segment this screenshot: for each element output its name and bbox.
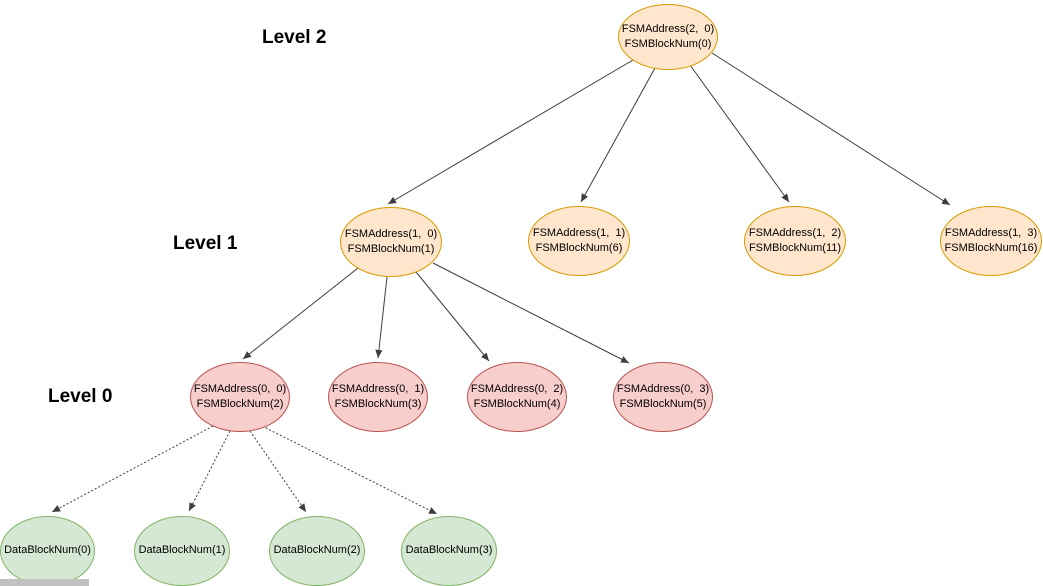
fsm-node-blocknum: FSMBlockNum(2) [196, 398, 284, 410]
fsm-node-address: FSMAddress(0, 3) [616, 382, 710, 395]
edge-l1-0-to-l0-2 [415, 271, 490, 362]
edge-root-to-l1-2 [689, 64, 790, 203]
fsm-node-blocknum: FSMBlockNum(6) [535, 242, 623, 254]
edge-l1-0-to-l0-1 [375, 276, 388, 359]
fsm-node-level1-0[interactable]: FSMAddress(1, 0) FSMBlockNum(1) [340, 207, 442, 277]
edge-l0-0-to-data-2 [249, 430, 307, 513]
edge-l0-0-to-data-0 [51, 425, 214, 513]
level-0-label: Level 0 [48, 386, 113, 407]
edge-l1-0-to-l0-3 [432, 262, 630, 364]
fsm-node-level1-2[interactable]: FSMAddress(1, 2) FSMBlockNum(11) [744, 206, 846, 276]
data-block-node-3[interactable]: DataBlockNum(3) [401, 516, 497, 586]
fsm-node-level0-0[interactable]: FSMAddress(0, 0) FSMBlockNum(2) [190, 362, 290, 432]
edge-l0-0-to-data-1 [188, 430, 231, 512]
fsm-node-blocknum: FSMBlockNum(3) [334, 398, 422, 410]
fsm-node-address: FSMAddress(0, 2) [470, 382, 564, 395]
fsm-node-blocknum: FSMBlockNum(0) [624, 38, 712, 50]
fsm-node-level1-3[interactable]: FSMAddress(1, 3) FSMBlockNum(16) [940, 206, 1042, 276]
fsm-node-level0-2[interactable]: FSMAddress(0, 2) FSMBlockNum(4) [467, 362, 567, 432]
fsm-node-address: FSMAddress(1, 0) [344, 227, 438, 240]
data-block-label: DataBlockNum(3) [405, 544, 493, 557]
data-block-node-2[interactable]: DataBlockNum(2) [269, 516, 365, 586]
horizontal-scrollbar-thumb[interactable] [0, 579, 89, 586]
fsm-node-blocknum: FSMBlockNum(5) [619, 398, 707, 410]
edge-l1-0-to-l0-0 [242, 267, 359, 360]
fsm-node-address: FSMAddress(1, 3) [944, 226, 1038, 239]
fsm-node-level2-0[interactable]: FSMAddress(2, 0) FSMBlockNum(0) [618, 4, 718, 70]
data-block-label: DataBlockNum(1) [138, 544, 226, 557]
edge-l0-0-to-data-3 [261, 425, 438, 515]
edge-root-to-l1-0 [387, 59, 634, 205]
edge-root-to-l1-3 [711, 52, 951, 206]
fsm-node-level0-3[interactable]: FSMAddress(0, 3) FSMBlockNum(5) [613, 362, 713, 432]
fsm-node-blocknum: FSMBlockNum(1) [347, 243, 435, 255]
fsm-node-address: FSMAddress(1, 2) [748, 226, 842, 239]
fsm-node-address: FSMAddress(0, 0) [193, 382, 287, 395]
fsm-node-address: FSMAddress(1, 1) [532, 226, 626, 239]
fsm-node-blocknum: FSMBlockNum(16) [944, 242, 1038, 254]
data-block-label: DataBlockNum(0) [4, 544, 91, 557]
fsm-node-blocknum: FSMBlockNum(4) [473, 398, 561, 410]
data-block-node-1[interactable]: DataBlockNum(1) [134, 516, 230, 586]
level-1-label: Level 1 [173, 233, 238, 254]
data-block-node-0[interactable]: DataBlockNum(0) [0, 516, 95, 586]
fsm-node-address: FSMAddress(2, 0) [621, 22, 715, 35]
fsm-node-level1-1[interactable]: FSMAddress(1, 1) FSMBlockNum(6) [528, 206, 630, 276]
fsm-node-level0-1[interactable]: FSMAddress(0, 1) FSMBlockNum(3) [328, 362, 428, 432]
fsm-node-address: FSMAddress(0, 1) [331, 382, 425, 395]
data-block-label: DataBlockNum(2) [273, 544, 361, 557]
level-2-label: Level 2 [262, 27, 327, 48]
fsm-node-blocknum: FSMBlockNum(11) [748, 242, 842, 254]
edge-root-to-l1-1 [580, 67, 656, 203]
